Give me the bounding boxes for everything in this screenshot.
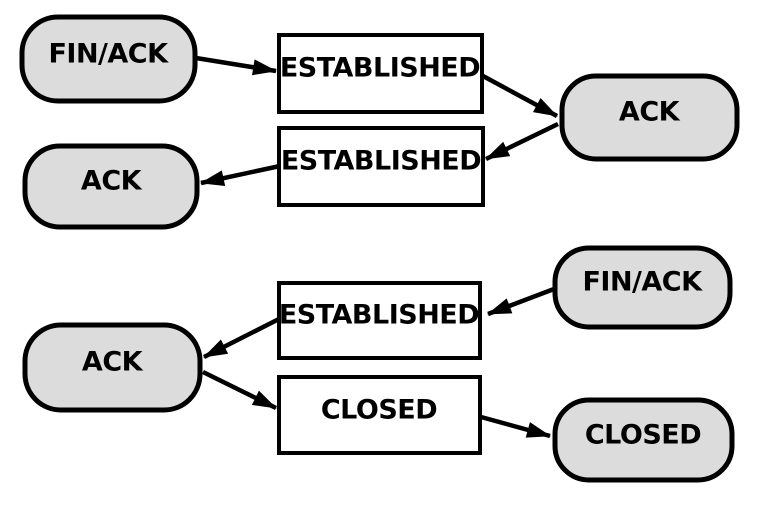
node-established-1-label: ESTABLISHED xyxy=(280,53,480,84)
node-ack-left-top-label: ACK xyxy=(81,166,143,197)
arrow-finack-bottom-to-established-3 xyxy=(487,286,555,317)
node-established-2-shape xyxy=(277,126,485,207)
node-finack-bottom-label: FIN/ACK xyxy=(582,267,703,298)
node-established-1-shape xyxy=(277,33,484,114)
node-closed-pill-shape xyxy=(552,397,735,483)
node-finack-top: FIN/ACK xyxy=(19,14,198,104)
arrow-finack-top-to-established-1 xyxy=(195,55,277,76)
node-finack-top-label: FIN/ACK xyxy=(48,39,169,70)
node-ack-left-bottom: ACK xyxy=(22,322,203,413)
node-established-3-label: ESTABLISHED xyxy=(279,300,479,331)
node-closed-box-label: CLOSED xyxy=(321,395,437,426)
node-ack-left-bottom-shape xyxy=(22,322,203,413)
arrow-ack-left-bottom-to-closed-box xyxy=(202,369,277,411)
node-established-3-shape xyxy=(277,281,482,360)
arrow-established-1-to-ack-right xyxy=(481,74,559,118)
arrow-closed-box-to-closed-pill xyxy=(480,414,551,439)
arrow-established-2-to-ack-left-top xyxy=(200,163,281,186)
node-finack-bottom: FIN/ACK xyxy=(552,245,733,330)
node-ack-left-bottom-label: ACK xyxy=(82,347,144,378)
node-ack-right: ACK xyxy=(559,73,740,162)
arrow-established-3-to-ack-left-bottom xyxy=(202,316,281,360)
node-ack-right-label: ACK xyxy=(619,97,681,128)
node-established-2-label: ESTABLISHED xyxy=(281,146,481,177)
node-ack-left-top: ACK xyxy=(22,143,200,230)
node-established-1: ESTABLISHED xyxy=(277,33,484,114)
node-ack-left-top-shape xyxy=(22,143,200,230)
node-closed-pill: CLOSED xyxy=(552,397,735,483)
node-established-2: ESTABLISHED xyxy=(277,126,485,207)
node-closed-box: CLOSED xyxy=(277,375,482,455)
node-established-3: ESTABLISHED xyxy=(277,281,482,360)
node-finack-bottom-shape xyxy=(552,245,733,330)
node-finack-top-shape xyxy=(19,14,198,104)
node-closed-box-shape xyxy=(277,375,482,455)
node-closed-pill-label: CLOSED xyxy=(585,420,701,451)
node-ack-right-shape xyxy=(559,73,740,162)
arrow-ack-right-to-established-2 xyxy=(485,121,559,162)
